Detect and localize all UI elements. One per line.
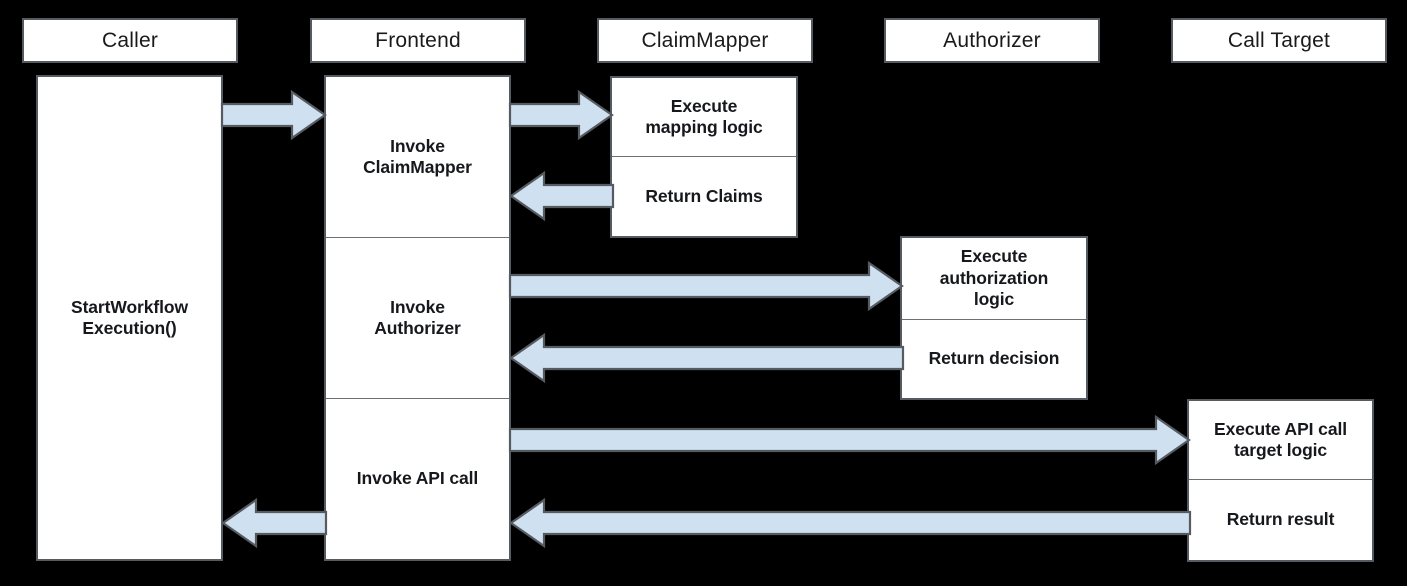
activation-caller-startworkflow[interactable]: StartWorkflow Execution(): [38, 77, 221, 559]
message-arrow-calltarget-to-frontend[interactable]: [509, 497, 1192, 549]
participant-header-frontend[interactable]: Frontend: [310, 18, 526, 63]
participant-label: ClaimMapper: [641, 28, 769, 52]
participant-header-authorizer[interactable]: Authorizer: [884, 18, 1100, 63]
message-arrow-frontend-to-caller[interactable]: [221, 497, 328, 549]
activation-frontend-invoke-authorizer[interactable]: Invoke Authorizer: [326, 237, 509, 398]
activation-label: Return Claims: [645, 185, 763, 206]
message-arrow-frontend-to-authorizer[interactable]: [508, 260, 904, 312]
participant-label: Frontend: [375, 28, 461, 52]
activation-label: Execute mapping logic: [645, 95, 763, 137]
activation-label: Execute API call target logic: [1214, 418, 1347, 460]
activation-label: Execute authorization logic: [939, 246, 1049, 310]
participant-label: Authorizer: [943, 28, 1041, 52]
activation-claimmapper-return-claims[interactable]: Return Claims: [612, 156, 796, 236]
participant-header-caller[interactable]: Caller: [22, 18, 238, 63]
lifeline-frontend: Invoke ClaimMapper Invoke Authorizer Inv…: [324, 75, 511, 561]
participant-label: Caller: [101, 28, 159, 52]
activation-calltarget-execute-api-call-target-logic[interactable]: Execute API call target logic: [1189, 401, 1372, 479]
lifeline-calltarget: Execute API call target logic Return res…: [1187, 399, 1374, 562]
lifeline-caller: StartWorkflow Execution(): [36, 75, 223, 561]
activation-label: Invoke API call: [356, 468, 479, 489]
message-arrow-frontend-to-claimmapper[interactable]: [508, 89, 614, 141]
message-arrow-frontend-to-calltarget[interactable]: [508, 414, 1191, 466]
activation-claimmapper-execute-mapping-logic[interactable]: Execute mapping logic: [612, 78, 796, 156]
message-arrow-caller-to-frontend[interactable]: [220, 89, 327, 141]
activation-label: Return decision: [928, 348, 1060, 369]
activation-authorizer-return-decision[interactable]: Return decision: [902, 319, 1086, 398]
activation-label: Invoke Authorizer: [374, 296, 461, 338]
activation-label: Return result: [1226, 509, 1335, 530]
activation-authorizer-execute-authorization-logic[interactable]: Execute authorization logic: [902, 238, 1086, 319]
activation-calltarget-return-result[interactable]: Return result: [1189, 479, 1372, 560]
message-arrow-claimmapper-to-frontend[interactable]: [509, 170, 615, 222]
activation-label: Invoke ClaimMapper: [363, 135, 472, 177]
activation-frontend-invoke-api-call[interactable]: Invoke API call: [326, 398, 509, 559]
activation-frontend-invoke-claimmapper[interactable]: Invoke ClaimMapper: [326, 77, 509, 237]
message-arrow-authorizer-to-frontend[interactable]: [509, 332, 905, 384]
participant-label: Call Target: [1227, 28, 1331, 52]
participant-header-claimmapper[interactable]: ClaimMapper: [597, 18, 813, 63]
lifeline-claimmapper: Execute mapping logic Return Claims: [610, 76, 798, 238]
participant-header-calltarget[interactable]: Call Target: [1171, 18, 1387, 63]
activation-label: StartWorkflow Execution(): [71, 296, 188, 338]
lifeline-authorizer: Execute authorization logic Return decis…: [900, 236, 1088, 400]
